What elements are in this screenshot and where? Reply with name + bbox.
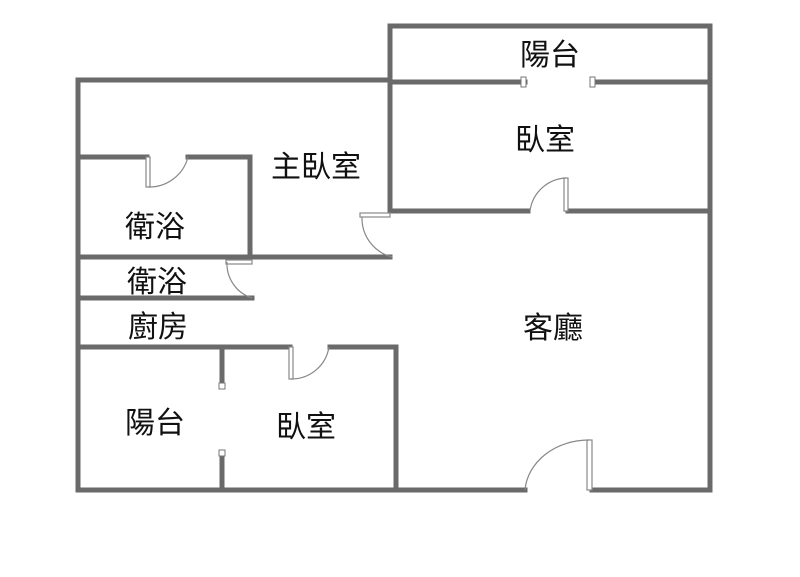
door-post	[218, 449, 226, 457]
room-label-kitchen: 廚房	[128, 310, 188, 345]
room-label-bathroom-1: 衛浴	[125, 210, 185, 245]
room-label-bathroom-2: 衛浴	[127, 265, 187, 300]
bedroom-top-door	[529, 177, 569, 212]
front-door[interactable]	[524, 439, 593, 491]
room-label-balcony-top: 陽台	[520, 38, 580, 73]
room-label-living-room: 客廳	[523, 311, 583, 346]
door-post	[589, 76, 596, 88]
bathroom-2-door	[225, 259, 253, 299]
door-post	[218, 382, 226, 390]
room-label-bedroom-top: 臥室	[515, 123, 575, 158]
master-bedroom-door	[359, 212, 393, 258]
room-label-bedroom-bottom: 臥室	[276, 410, 336, 445]
door-post	[520, 76, 527, 88]
walls	[75, 23, 713, 493]
room-label-master-bedroom: 主臥室	[271, 150, 361, 185]
room-label-balcony-bottom: 陽台	[125, 406, 185, 441]
bedroom-bottom-door	[288, 346, 330, 380]
bathroom-1-door	[145, 156, 189, 188]
doors	[145, 76, 596, 491]
